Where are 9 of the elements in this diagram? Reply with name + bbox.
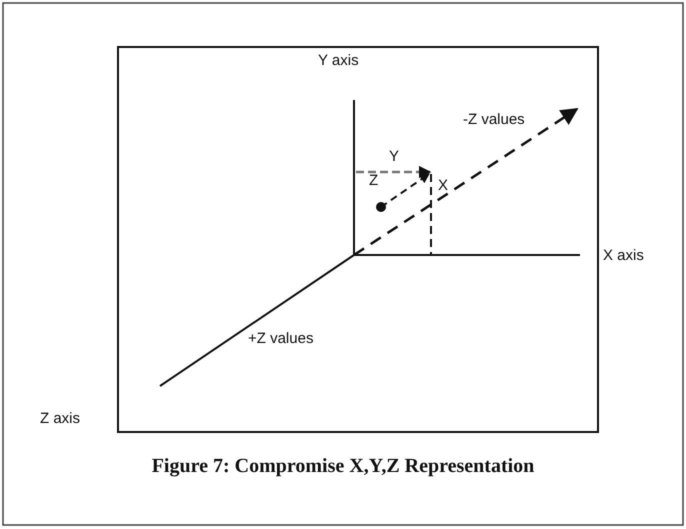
axis-label: X [438, 178, 448, 193]
axis-label: -Z values [463, 112, 525, 127]
axis-label: Z axis [40, 411, 80, 426]
figure-caption: Figure 7: Compromise X,Y,Z Representation [150, 455, 536, 478]
axis-label: Y axis [318, 53, 359, 68]
axis-label: X axis [603, 248, 644, 263]
axis-label: +Z values [248, 331, 314, 346]
axis-label: Z [369, 173, 378, 188]
axis-label: Y [389, 149, 400, 164]
